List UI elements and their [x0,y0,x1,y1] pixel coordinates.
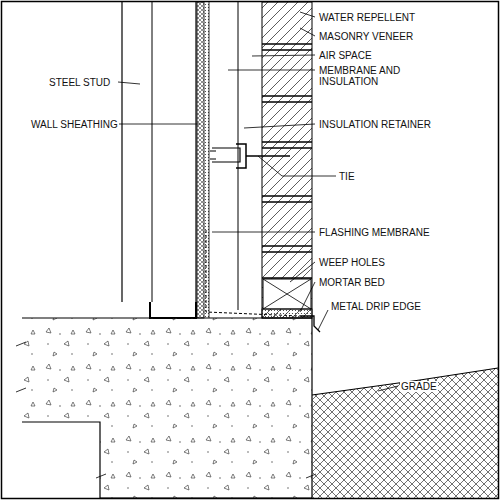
part-label: FLASHING MEMBRANE [318,227,431,238]
part-label: INSULATION RETAINER [318,119,432,130]
part-label: TIE [338,171,356,182]
grade-label: GRADE [400,381,438,392]
part-label: STEEL STUD [48,77,111,88]
part-label: AIR SPACE [318,50,373,61]
part-label: MASONRY VENEER [318,31,414,42]
part-label: WEEP HOLES [318,257,386,268]
part-label: MORTAR BED [318,277,386,288]
note-label: WATER REPELLENT [318,12,416,23]
part-label: WALL SHEATHING [30,119,119,130]
part-label: METAL DRIP EDGE [330,301,422,312]
part-label: MEMBRANE AND INSULATION [318,65,402,87]
